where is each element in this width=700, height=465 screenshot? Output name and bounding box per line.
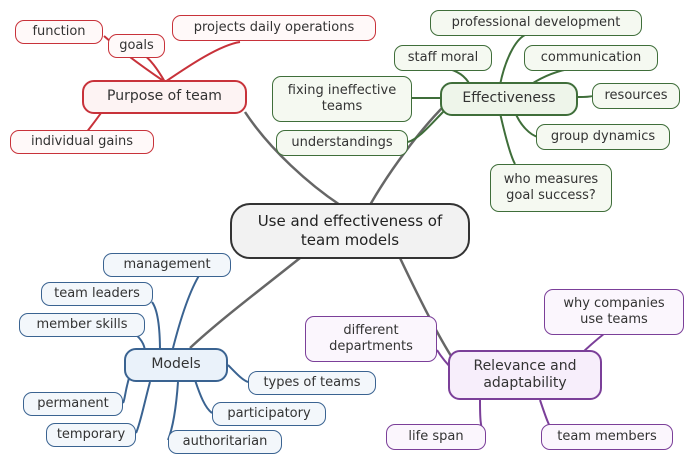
trunk-models <box>189 257 301 349</box>
node-life-span[interactable]: life span <box>386 424 486 450</box>
node-professional-development[interactable]: professional development <box>430 10 642 36</box>
branch-models[interactable]: Models <box>124 348 228 382</box>
node-communication[interactable]: communication <box>524 45 658 71</box>
central-topic[interactable]: Use and effectiveness of team models <box>230 203 470 259</box>
node-group-dynamics[interactable]: group dynamics <box>536 124 670 150</box>
node-types-of-teams[interactable]: types of teams <box>248 371 376 395</box>
link-who <box>499 112 516 165</box>
link-understandings <box>407 109 446 143</box>
node-member-skills[interactable]: member skills <box>19 313 145 337</box>
link-temporary <box>135 381 151 434</box>
node-management[interactable]: management <box>103 253 231 277</box>
link-resources <box>577 95 593 98</box>
link-types <box>227 364 249 383</box>
node-authoritarian[interactable]: authoritarian <box>168 430 282 454</box>
node-permanent[interactable]: permanent <box>23 392 123 416</box>
node-resources[interactable]: resources <box>592 83 680 109</box>
node-individual-gains[interactable]: individual gains <box>10 130 154 154</box>
node-who-measures-goal-success[interactable]: who measures goal success? <box>490 164 612 212</box>
node-fixing-ineffective-teams[interactable]: fixing ineffective teams <box>272 76 412 122</box>
branch-effectiveness[interactable]: Effectiveness <box>440 82 578 116</box>
node-function[interactable]: function <box>15 20 103 44</box>
node-team-leaders[interactable]: team leaders <box>41 282 153 306</box>
link-prof-dev <box>499 34 526 86</box>
link-projects <box>164 41 241 83</box>
node-different-departments[interactable]: different departments <box>305 316 437 362</box>
node-participatory[interactable]: participatory <box>212 402 326 426</box>
node-staff-moral[interactable]: staff moral <box>394 45 492 71</box>
branch-relevance-and-adaptability[interactable]: Relevance and adaptability <box>448 350 602 400</box>
branch-purpose-of-team[interactable]: Purpose of team <box>82 80 247 114</box>
node-team-members[interactable]: team members <box>541 424 673 450</box>
node-temporary[interactable]: temporary <box>46 423 136 447</box>
link-participatory <box>194 379 213 414</box>
node-why-companies-use-teams[interactable]: why companies use teams <box>544 289 684 335</box>
node-understandings[interactable]: understandings <box>276 130 408 156</box>
node-goals[interactable]: goals <box>108 34 165 58</box>
link-management <box>171 273 201 353</box>
node-projects-daily-operations[interactable]: projects daily operations <box>172 15 376 41</box>
trunk-purpose <box>243 111 341 207</box>
link-team-leaders <box>151 301 161 353</box>
